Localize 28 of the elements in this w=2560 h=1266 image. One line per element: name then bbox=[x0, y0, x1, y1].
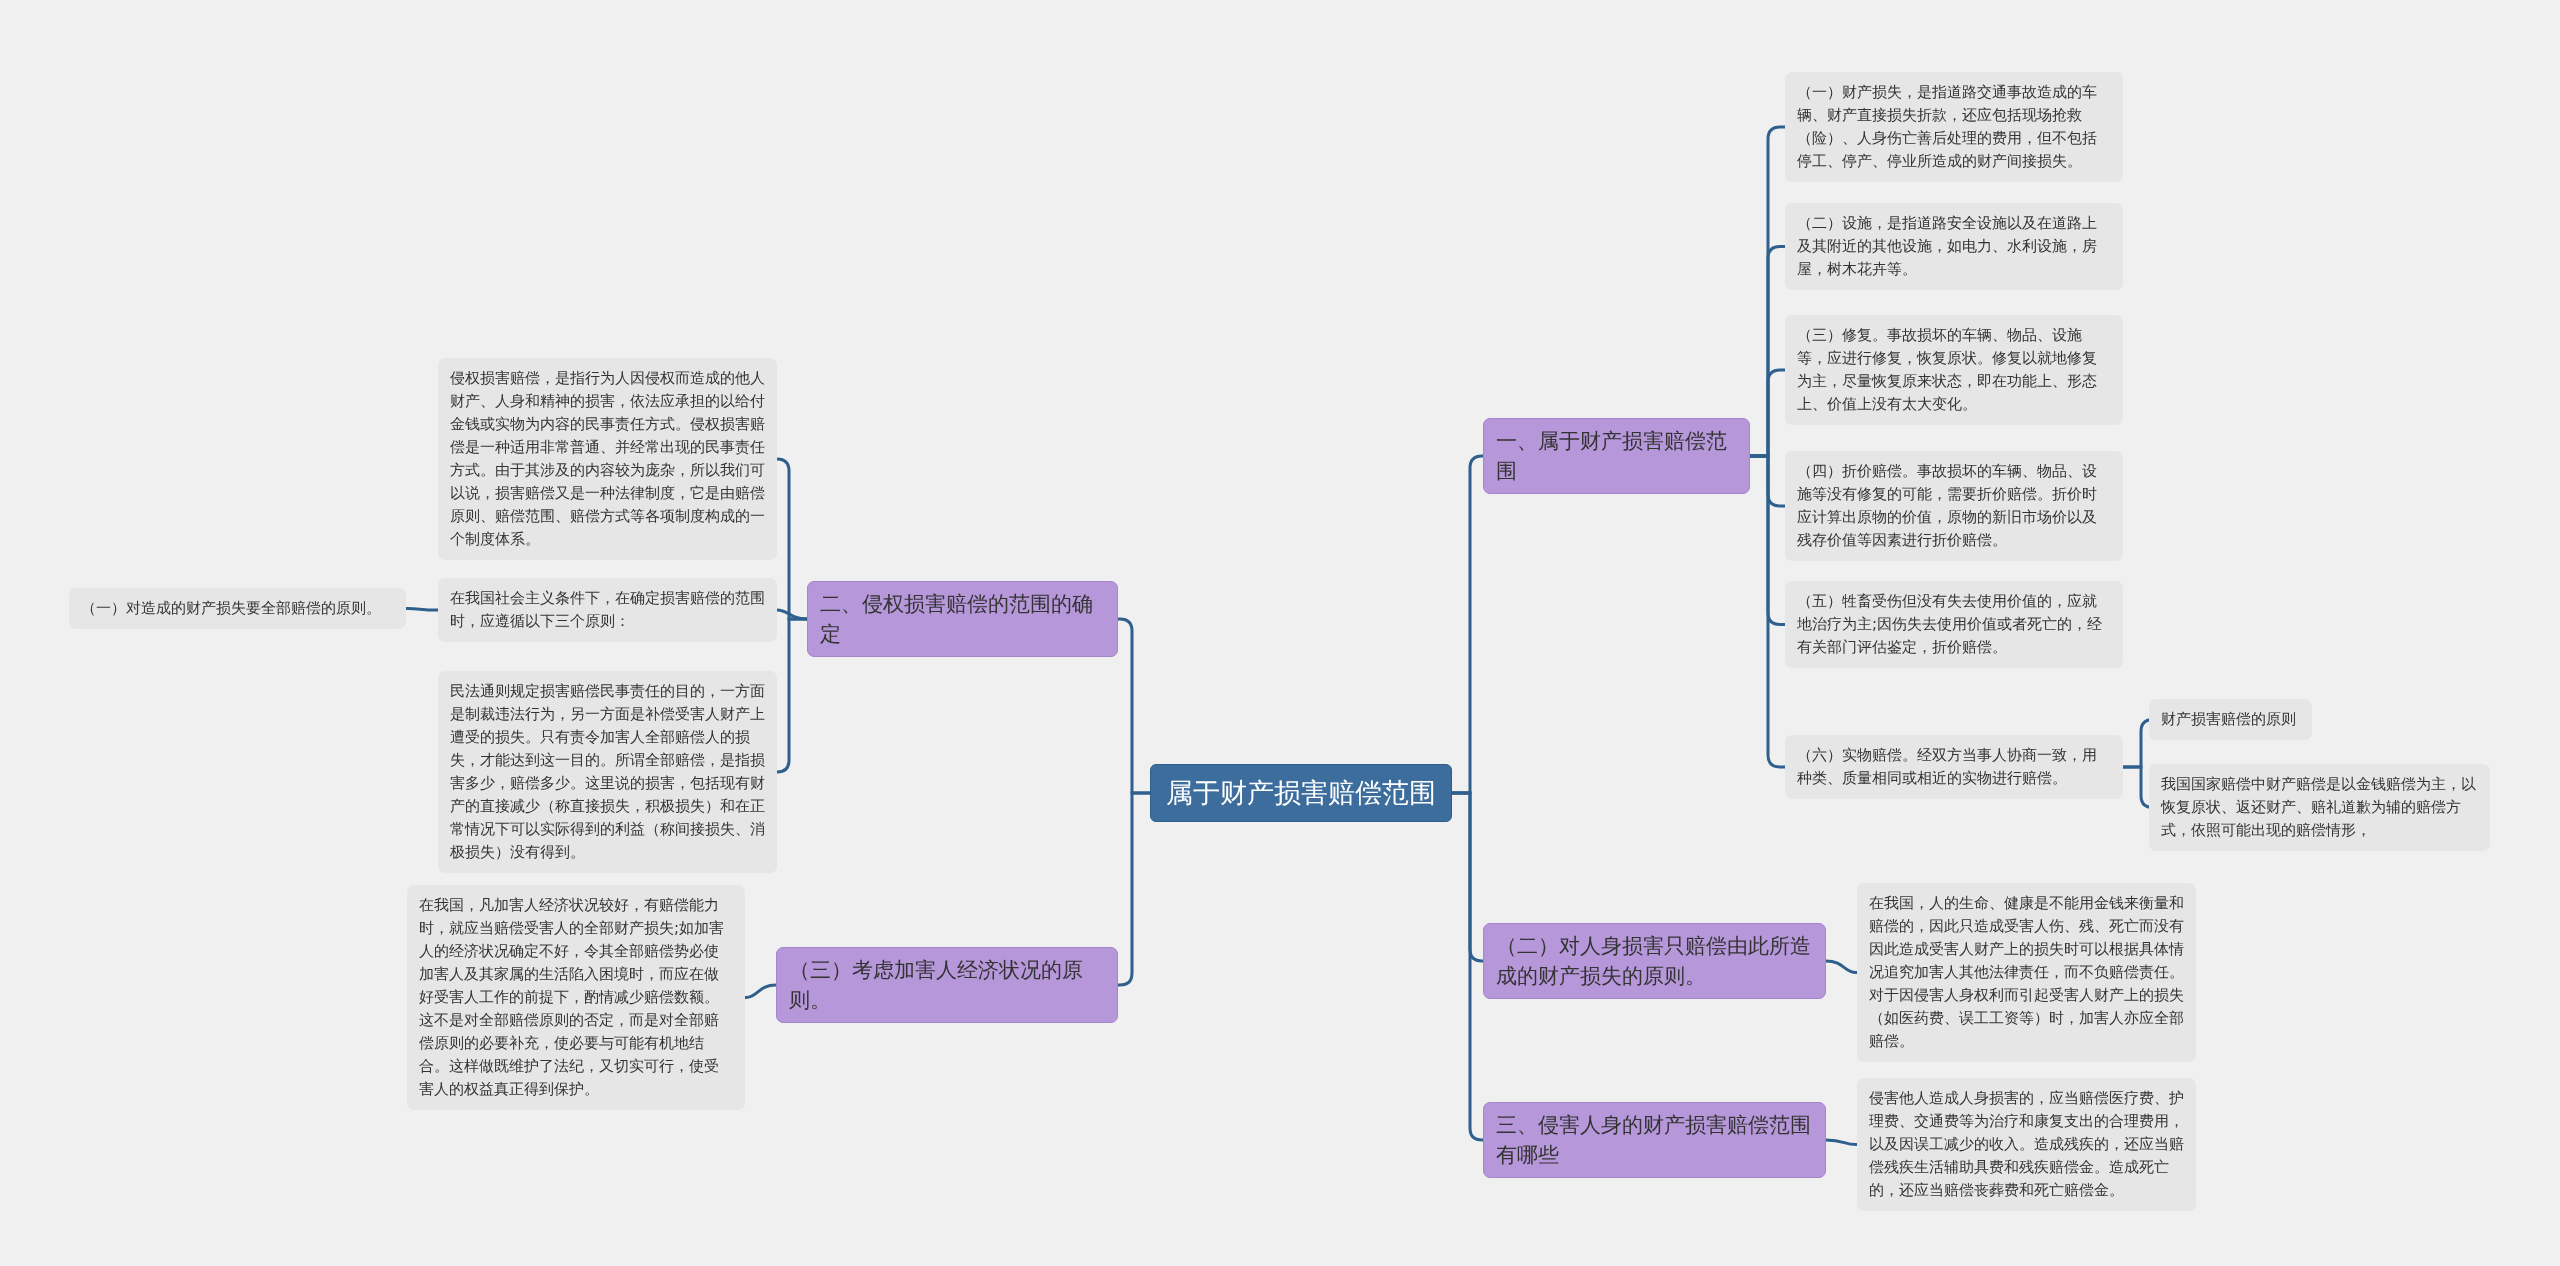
note-box: 在我国，人的生命、健康是不能用金钱来衡量和赔偿的，因此只造成受害人伤、残、死亡而没有因此造成受害人财产上的损失时可以根据具体情况追究加害人其他法律责任，而不负赔偿责任。对于因侵害人身权利而引起受害人财产上的损失（如医药费、误工工资等）时，加害人亦应全部赔偿。 bbox=[1857, 883, 2196, 1062]
topic-box: （二）对人身损害只赔偿由此所造成的财产损失的原则。 bbox=[1483, 923, 1826, 999]
connector-line bbox=[775, 617, 807, 774]
connector-line bbox=[775, 608, 808, 621]
note-box: 侵权损害赔偿，是指行为人因侵权而造成的他人财产、人身和精神的损害，依法应承担的以给付金钱或实物为内容的民事责任方式。侵权损害赔偿是一种适用非常普通、并经常出现的民事责任方式。由于其涉及的内容较为庞杂，所以我们可以说，损害赔偿又是一种法律制度，它是由赔偿原则、赔偿范围、赔偿方式等各项制度构成的一个制度体系。 bbox=[438, 358, 777, 560]
connector-line bbox=[1825, 959, 1858, 974]
note-box: （三）修复。事故损坏的车辆、物品、设施等，应进行修复，恢复原状。修复以就地修复为主，尽量恢复原来状态，即在功能上、形态上、价值上没有太大变化。 bbox=[1785, 315, 2123, 425]
connector-line bbox=[1452, 791, 1484, 1142]
note-box: （四）折价赔偿。事故损坏的车辆、物品、设施等没有修复的可能，需要折价赔偿。折价时应计算出原物的价值，原物的新旧市场价以及残存价值等因素进行折价赔偿。 bbox=[1785, 451, 2123, 561]
note-box: 财产损害赔偿的原则 bbox=[2149, 699, 2312, 740]
connector-line bbox=[1825, 1138, 1858, 1146]
connector-line bbox=[744, 983, 777, 999]
note-box: （一）财产损失，是指道路交通事故造成的车辆、财产直接损失折款，还应包括现场抢救（险）、人身伤亡善后处理的费用，但不包括停工、停产、停业所造成的财产间接损失。 bbox=[1785, 72, 2123, 182]
topic-box: 二、侵权损害赔偿的范围的确定 bbox=[807, 581, 1118, 657]
note-box: 侵害他人造成人身损害的，应当赔偿医疗费、护理费、交通费等为治疗和康复支出的合理费用，以及因误工减少的收入。造成残疾的，还应当赔偿残疾生活辅助具费和残疾赔偿金。造成死亡的，还应当赔偿丧葬费和死亡赔偿金。 bbox=[1857, 1078, 2196, 1211]
topic-box: （三）考虑加害人经济状况的原则。 bbox=[776, 947, 1118, 1023]
note-box: 我国国家赔偿中财产赔偿是以金钱赔偿为主，以恢复原状、返还财产、赔礼道歉为辅的赔偿方式，依照可能出现的赔偿情形， bbox=[2149, 764, 2490, 851]
note-box: （一）对造成的财产损失要全部赔偿的原则。 bbox=[69, 588, 406, 629]
connector-line bbox=[406, 607, 438, 612]
topic-box: 三、侵害人身的财产损害赔偿范围有哪些 bbox=[1483, 1102, 1826, 1178]
note-box: （二）设施，是指道路安全设施以及在道路上及其附近的其他设施，如电力、水利设施，房屋，树木花卉等。 bbox=[1785, 203, 2123, 290]
note-box: 在我国，凡加害人经济状况较好，有赔偿能力时，就应当赔偿受害人的全部财产损失;如加害人的经济状况确定不好，令其全部赔偿势必使加害人及其家属的生活陷入困境时，而应在做好受害人工作的前提下，酌情减少赔偿数额。这不是对全部赔偿原则的否定，而是对全部赔偿原则的必要补充，使必要与可能有机地结合。这样做既维护了法纪，又切实可行，使受害人的权益真正得到保护。 bbox=[407, 885, 745, 1110]
note-box: 在我国社会主义条件下，在确定损害赔偿的范围时，应遵循以下三个原则： bbox=[438, 578, 777, 642]
topic-box: 一、属于财产损害赔偿范围 bbox=[1483, 418, 1750, 494]
note-box: （六）实物赔偿。经双方当事人协商一致，用种类、质量相同或相近的实物进行赔偿。 bbox=[1785, 735, 2123, 799]
note-box: 民法通则规定损害赔偿民事责任的目的，一方面是制裁违法行为，另一方面是补偿受害人财产上遭受的损失。只有责令加害人全部赔偿人的损失，才能达到这一目的。所谓全部赔偿，是指损害多少，赔偿多少。这里说的损害，包括现有财产的直接减少（称直接损失，积极损失）和在正常情况下可以实际得到的利益（称间接损失、消极损失）没有得到。 bbox=[438, 671, 777, 873]
central-topic-box: 属于财产损害赔偿范围 bbox=[1150, 764, 1452, 822]
note-box: （五）牲畜受伤但没有失去使用价值的，应就地治疗为主;因伤失去使用价值或者死亡的，经有关部门评估鉴定，折价赔偿。 bbox=[1785, 581, 2123, 668]
